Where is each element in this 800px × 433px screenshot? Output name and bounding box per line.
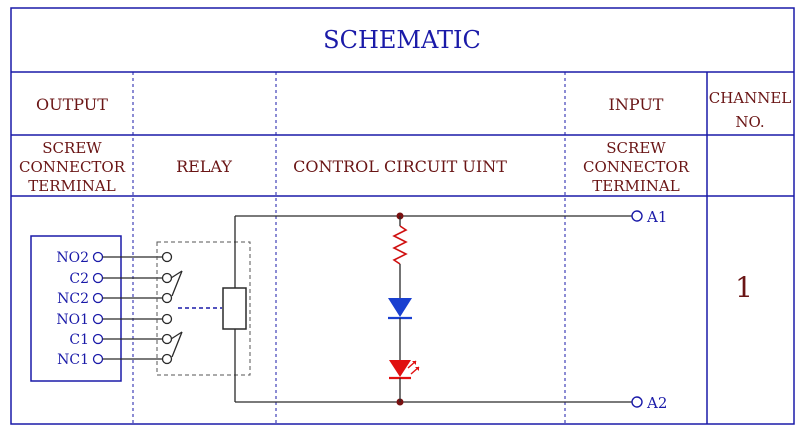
- outer-frame: [10, 7, 795, 425]
- terminal-label-c2: C2: [69, 271, 89, 287]
- relay-contact-1: [170, 270, 183, 297]
- header-screw-line2: CONNECTOR: [19, 158, 126, 176]
- relay-coil: [222, 287, 247, 330]
- terminal-label-no2: NO2: [56, 250, 89, 266]
- terminal-label-no1: NO1: [56, 312, 89, 328]
- header-input-screw-line3: TERMINAL: [592, 177, 679, 195]
- output-terminal-c1: C1: [69, 332, 173, 348]
- terminal-label-nc1: NC1: [57, 352, 89, 368]
- header-screw-line1: SCREW: [42, 139, 102, 157]
- channel-number: 1: [735, 271, 753, 304]
- header-channel-line1: CHANNEL: [709, 89, 792, 107]
- terminal-label-c1: C1: [69, 332, 89, 348]
- header-relay: RELAY: [176, 157, 232, 176]
- terminal-label-a2: A2: [646, 394, 667, 412]
- header-input-screw-line2: CONNECTOR: [583, 158, 690, 176]
- input-terminal-a1: A1: [631, 208, 667, 226]
- output-terminal-no1: NO1: [56, 312, 173, 328]
- terminal-label-nc2: NC2: [57, 291, 89, 307]
- relay-enclosure: [156, 241, 251, 376]
- header-input: INPUT: [609, 95, 664, 114]
- relay-contact-2: [170, 331, 183, 358]
- header-output: OUTPUT: [36, 95, 108, 114]
- page-title: SCHEMATIC: [323, 26, 481, 54]
- diode: [388, 298, 412, 320]
- output-terminal-c2: C2: [69, 271, 173, 287]
- output-terminal-block: [30, 235, 122, 382]
- output-terminal-no2: NO2: [56, 250, 173, 266]
- input-terminal-a2: A2: [631, 394, 667, 412]
- header-screw-line3: TERMINAL: [28, 177, 115, 195]
- terminal-label-a1: A1: [646, 208, 667, 226]
- header-channel-line2: NO.: [735, 113, 764, 131]
- output-terminal-nc2: NC2: [57, 291, 173, 307]
- resistor: [392, 225, 408, 265]
- led: [389, 360, 420, 380]
- output-terminal-nc1: NC1: [57, 352, 173, 368]
- header-control-circuit: CONTROL CIRCUIT UINT: [293, 157, 507, 176]
- header-input-screw-line1: SCREW: [606, 139, 666, 157]
